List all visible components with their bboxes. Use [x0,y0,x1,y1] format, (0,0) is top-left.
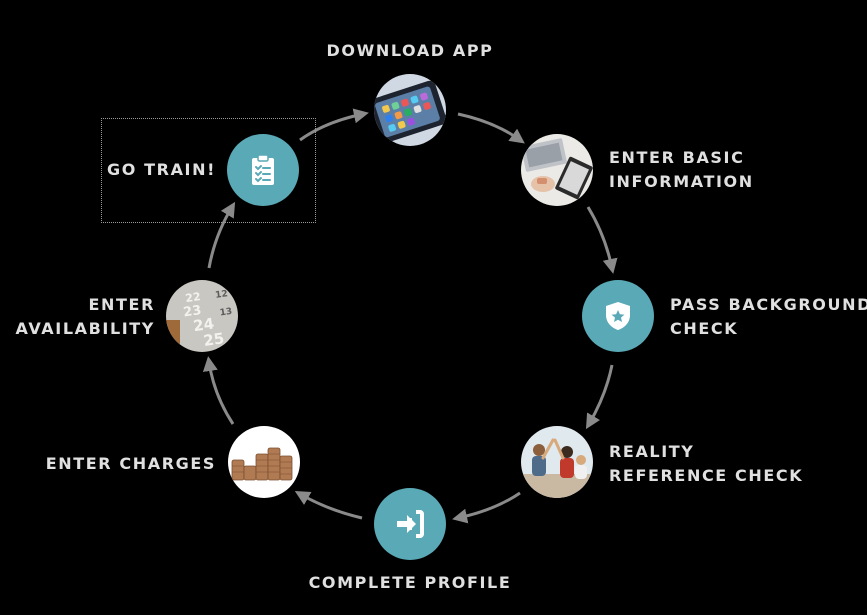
arrow-profile-to-charges [294,491,363,520]
enter-charges-photo [228,426,300,498]
calendar-number: 24 [192,314,215,335]
enter-basic-information-photo [521,134,593,206]
calendar-number: 25 [202,329,225,350]
arrow-basic-to-background [586,206,618,274]
enter-availability-photo: 22 23 24 25 12 13 [166,280,238,352]
calendar-number: 23 [182,303,202,320]
reality-reference-check-photo [521,426,593,498]
calendar-number: 12 [215,289,229,301]
arrow-train-to-download [299,108,369,142]
focus-outline [101,118,316,223]
arrow-availability-to-train [207,201,236,269]
arrow-reality-to-profile [452,491,521,524]
download-app-photo [374,74,446,146]
step-label-download-app: DOWNLOAD APP [326,41,494,60]
sign-in-arrow-icon [374,488,446,560]
calendar-number: 13 [219,307,233,319]
shield-star-icon [582,280,654,352]
step-label-go-train: GO TRAIN! [107,160,216,179]
step-label-complete-profile: COMPLETE PROFILE [308,573,512,592]
clipboard-checklist-icon [227,134,299,206]
arrow-download-to-basic [457,112,525,144]
step-label-enter-charges: ENTER CHARGES [45,454,216,473]
arrow-background-to-reality [585,364,614,430]
arrow-charges-to-availability [202,356,235,425]
calendar-number: 22 [185,290,202,305]
